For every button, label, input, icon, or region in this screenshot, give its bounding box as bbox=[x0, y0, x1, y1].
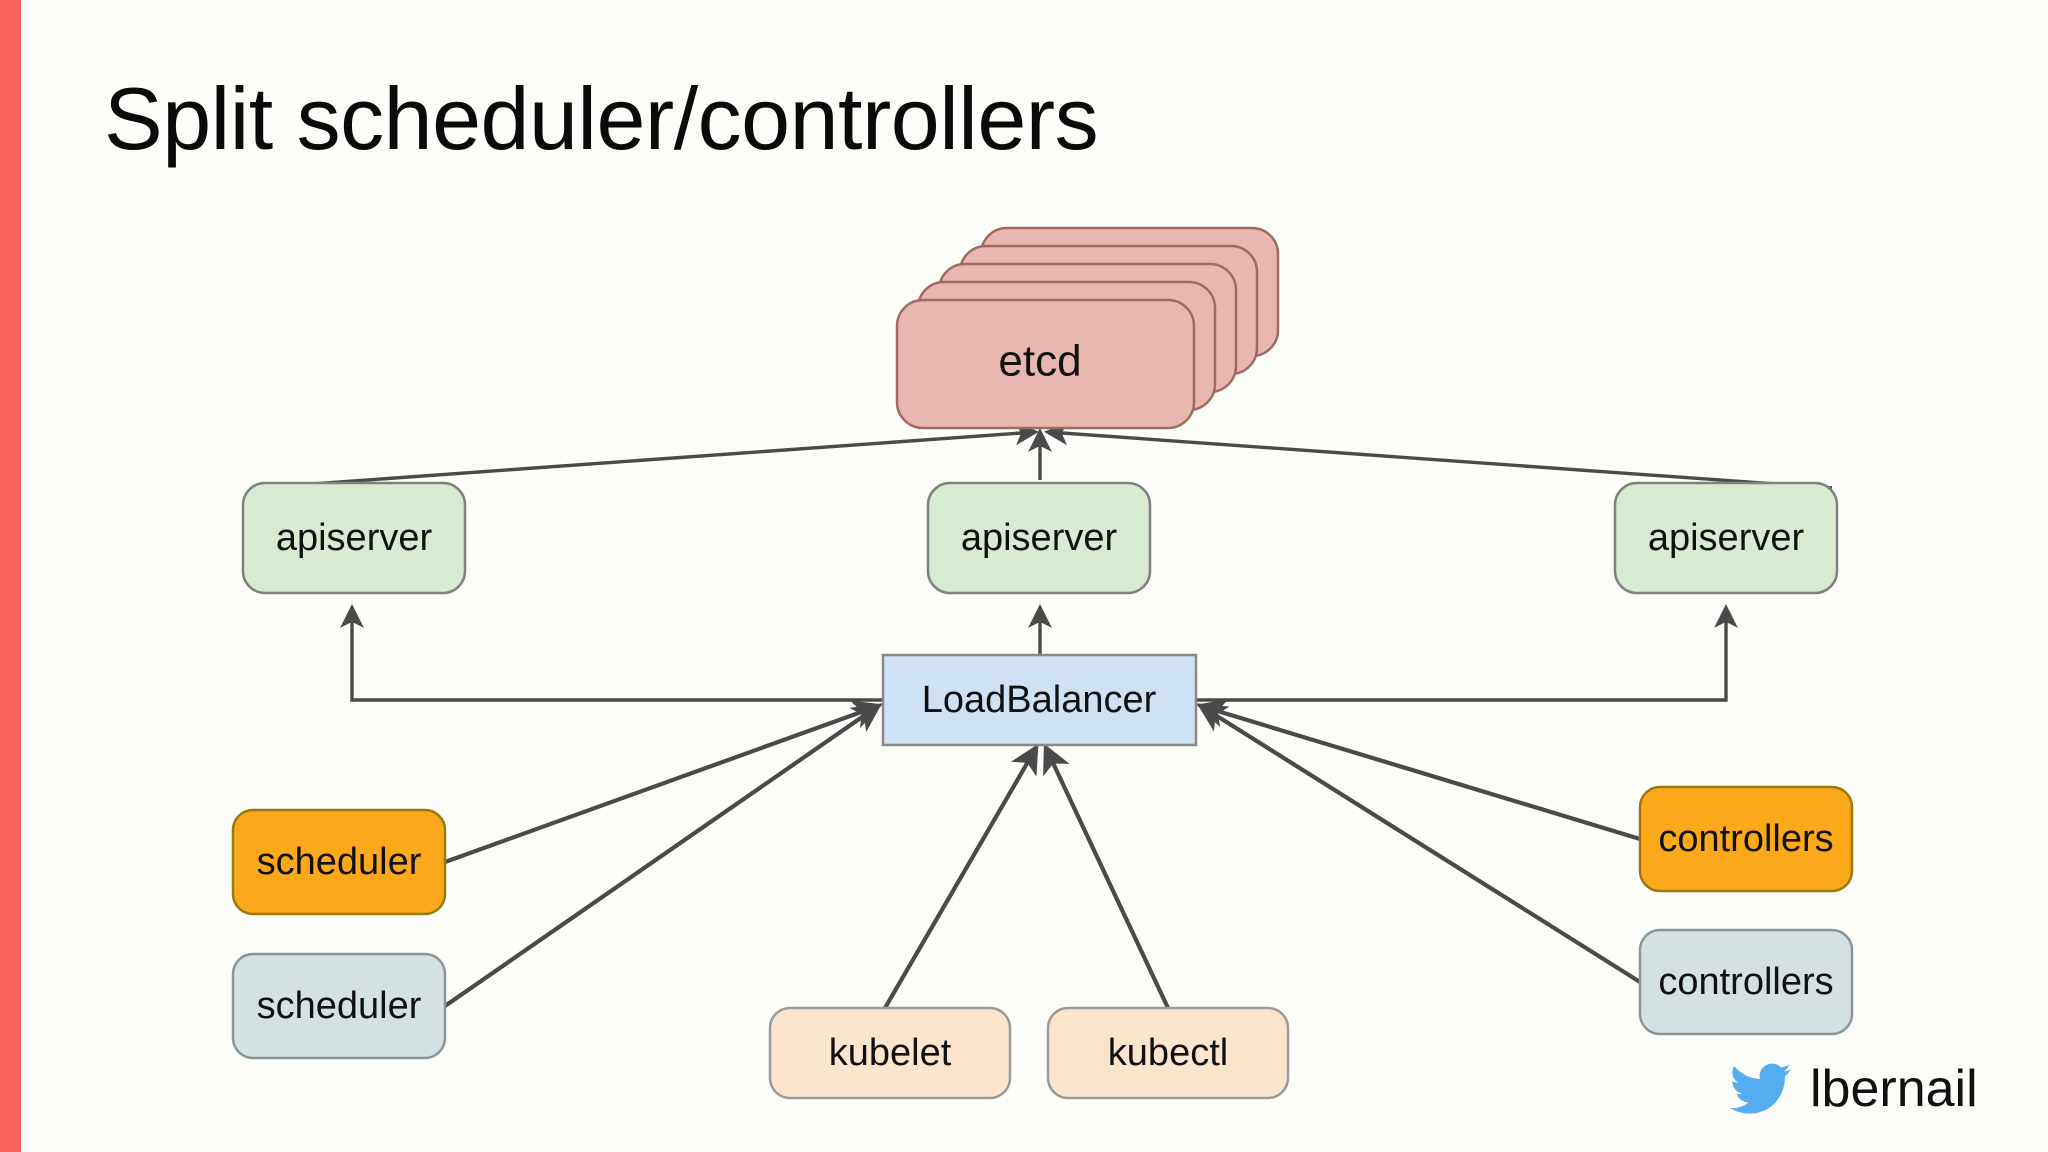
node-controllers-standby[interactable]: controllers bbox=[1638, 928, 1854, 1036]
edge-group bbox=[255, 421, 1833, 1010]
node-controllers-active[interactable]: controllers bbox=[1638, 785, 1854, 893]
etcd-stack-layer-1 bbox=[895, 298, 1196, 430]
node-etcd[interactable]: etcd bbox=[895, 226, 1280, 430]
edge-controllers-active-to-loadbalancer bbox=[1196, 699, 1641, 842]
twitter-handle-text: lbernail bbox=[1810, 1060, 1978, 1118]
etcd-label: etcd bbox=[998, 337, 1081, 386]
node-apiserver-left[interactable]: apiserver bbox=[241, 481, 467, 595]
node-scheduler-standby[interactable]: scheduler bbox=[231, 952, 447, 1060]
apiserver-right-box bbox=[1613, 481, 1839, 595]
kubectl-box bbox=[1046, 1006, 1290, 1100]
edge-kubectl-to-loadbalancer bbox=[1043, 743, 1170, 1009]
scheduler-standby-box bbox=[231, 952, 447, 1060]
scheduler-standby-label: scheduler bbox=[257, 985, 422, 1027]
node-kubectl[interactable]: kubectl bbox=[1046, 1006, 1290, 1100]
apiserver-left-box bbox=[241, 481, 467, 595]
twitter-handle: lbernail bbox=[1730, 1063, 1978, 1115]
page-title: Split scheduler/controllers bbox=[104, 69, 1099, 168]
kubelet-box bbox=[768, 1006, 1012, 1100]
controllers-active-box bbox=[1638, 785, 1854, 893]
accent-bar bbox=[0, 0, 21, 1152]
node-scheduler-active[interactable]: scheduler bbox=[231, 808, 447, 916]
apiserver-right-label: apiserver bbox=[1648, 517, 1805, 559]
apiserver-center-box bbox=[926, 481, 1152, 595]
controllers-standby-box bbox=[1638, 928, 1854, 1036]
loadbalancer-label: LoadBalancer bbox=[922, 679, 1157, 721]
kubelet-label: kubelet bbox=[829, 1032, 952, 1074]
node-kubelet[interactable]: kubelet bbox=[768, 1006, 1012, 1100]
node-loadbalancer[interactable]: LoadBalancer bbox=[881, 653, 1198, 747]
edge-apiserver-right-to-etcd bbox=[1044, 421, 1833, 490]
edge-kubelet-to-loadbalancer bbox=[883, 743, 1039, 1010]
scheduler-active-label: scheduler bbox=[257, 841, 422, 883]
node-apiserver-right[interactable]: apiserver bbox=[1613, 481, 1839, 595]
edge-loadbalancer-to-apiserver-right bbox=[1196, 604, 1738, 702]
scheduler-active-box bbox=[231, 808, 447, 916]
apiserver-left-label: apiserver bbox=[276, 517, 433, 559]
edge-scheduler-standby-to-loadbalancer bbox=[443, 703, 883, 1008]
edge-loadbalancer-to-apiserver-left bbox=[340, 604, 883, 702]
controllers-active-label: controllers bbox=[1658, 818, 1833, 860]
apiserver-center-label: apiserver bbox=[961, 517, 1118, 559]
controllers-standby-label: controllers bbox=[1658, 961, 1833, 1003]
edge-controllers-standby-to-loadbalancer bbox=[1196, 703, 1642, 984]
node-apiserver-center[interactable]: apiserver bbox=[926, 481, 1152, 595]
edge-apiserver-left-to-etcd bbox=[255, 421, 1039, 490]
loadbalancer-box bbox=[881, 653, 1198, 747]
edge-scheduler-active-to-loadbalancer bbox=[444, 700, 883, 864]
twitter-icon bbox=[1730, 1063, 1791, 1114]
kubectl-label: kubectl bbox=[1108, 1032, 1228, 1074]
